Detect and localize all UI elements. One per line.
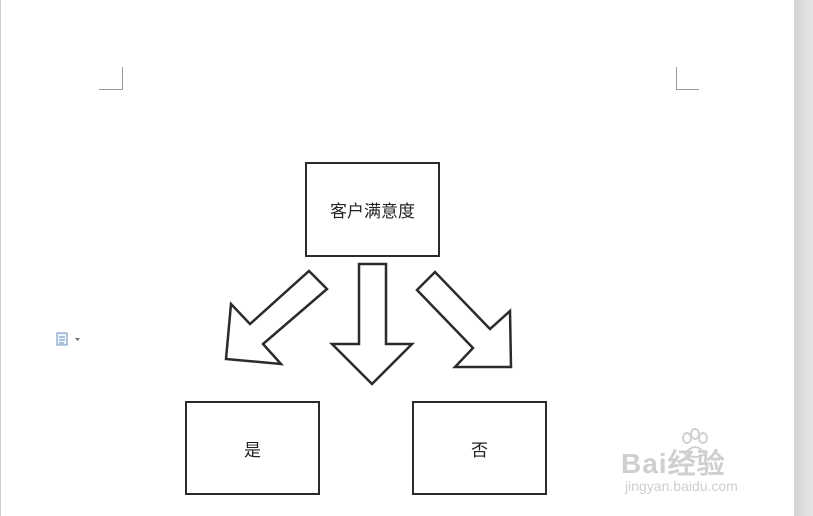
crop-mark-top-left bbox=[99, 67, 123, 90]
paste-options-icon[interactable] bbox=[56, 331, 82, 347]
crop-mark-top-right bbox=[676, 67, 699, 90]
flowchart: 客户满意度 是 否 bbox=[1, 0, 795, 516]
watermark-url: jingyan.baidu.com bbox=[625, 478, 738, 494]
node-no-label: 否 bbox=[471, 440, 488, 461]
baidu-jingyan-watermark: Bai经验 jingyan.baidu.com bbox=[621, 428, 781, 498]
flowchart-arrows bbox=[224, 262, 513, 386]
node-yes[interactable]: 是 bbox=[185, 401, 320, 495]
node-root[interactable]: 客户满意度 bbox=[305, 162, 440, 257]
page-gutter bbox=[794, 0, 813, 516]
node-no[interactable]: 否 bbox=[412, 401, 547, 495]
arrow-down-left[interactable] bbox=[224, 269, 329, 366]
arrow-down-center[interactable] bbox=[328, 262, 416, 386]
paw-icon bbox=[682, 428, 708, 458]
arrow-down-right[interactable] bbox=[415, 270, 513, 369]
watermark-brand: Bai经验 bbox=[621, 448, 726, 479]
node-yes-label: 是 bbox=[244, 440, 261, 461]
node-root-label: 客户满意度 bbox=[330, 202, 415, 222]
document-page[interactable]: 客户满意度 是 否 bbox=[0, 0, 794, 516]
